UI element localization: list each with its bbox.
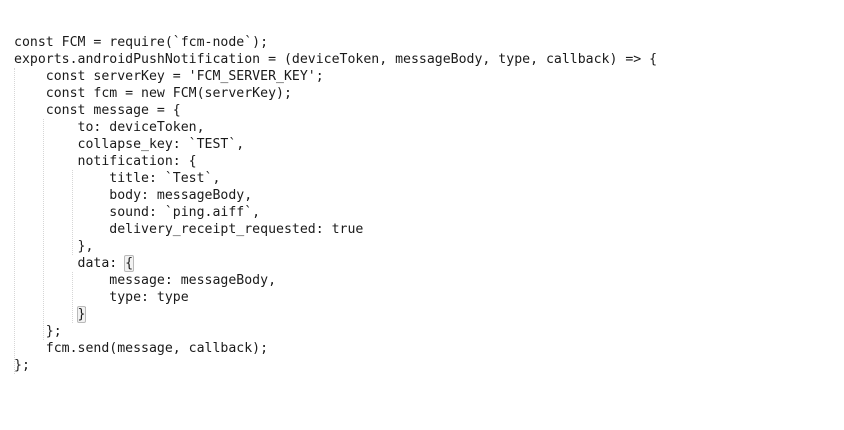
code-line[interactable]: message: messageBody, <box>14 273 277 288</box>
code-line[interactable]: const fcm = new FCM(serverKey); <box>14 86 292 101</box>
code-line[interactable]: delivery_receipt_requested: true <box>14 222 364 237</box>
bracket-match-open: { <box>124 255 135 272</box>
code-line[interactable]: } <box>0 306 844 323</box>
code-line[interactable]: title: `Test`, <box>14 171 221 186</box>
code-line[interactable]: exports.androidPushNotification = (devic… <box>14 52 658 67</box>
code-line[interactable]: data: { <box>14 255 135 272</box>
code-line[interactable]: body: messageBody, <box>14 188 253 203</box>
code-line[interactable]: fcm.send(message, callback); <box>14 341 269 356</box>
code-line[interactable]: }; <box>14 324 62 339</box>
code-line[interactable]: type: type <box>14 290 189 305</box>
code-line[interactable]: sound: `ping.aiff`, <box>14 205 261 220</box>
bracket-match-close: } <box>76 306 87 323</box>
code-line[interactable]: }; <box>14 358 30 373</box>
code-line[interactable]: }, <box>14 239 94 254</box>
code-line[interactable]: to: deviceToken, <box>14 120 205 135</box>
code-line[interactable]: const serverKey = 'FCM_SERVER_KEY'; <box>14 69 324 84</box>
code-line[interactable]: notification: { <box>14 154 197 169</box>
code-content[interactable]: const FCM = require(`fcm-node`); exports.… <box>0 34 844 374</box>
code-line[interactable]: const FCM = require(`fcm-node`); <box>14 35 269 50</box>
code-line[interactable]: collapse_key: `TEST`, <box>14 137 245 152</box>
text-caret <box>84 307 86 321</box>
code-line[interactable]: const message = { <box>14 103 181 118</box>
